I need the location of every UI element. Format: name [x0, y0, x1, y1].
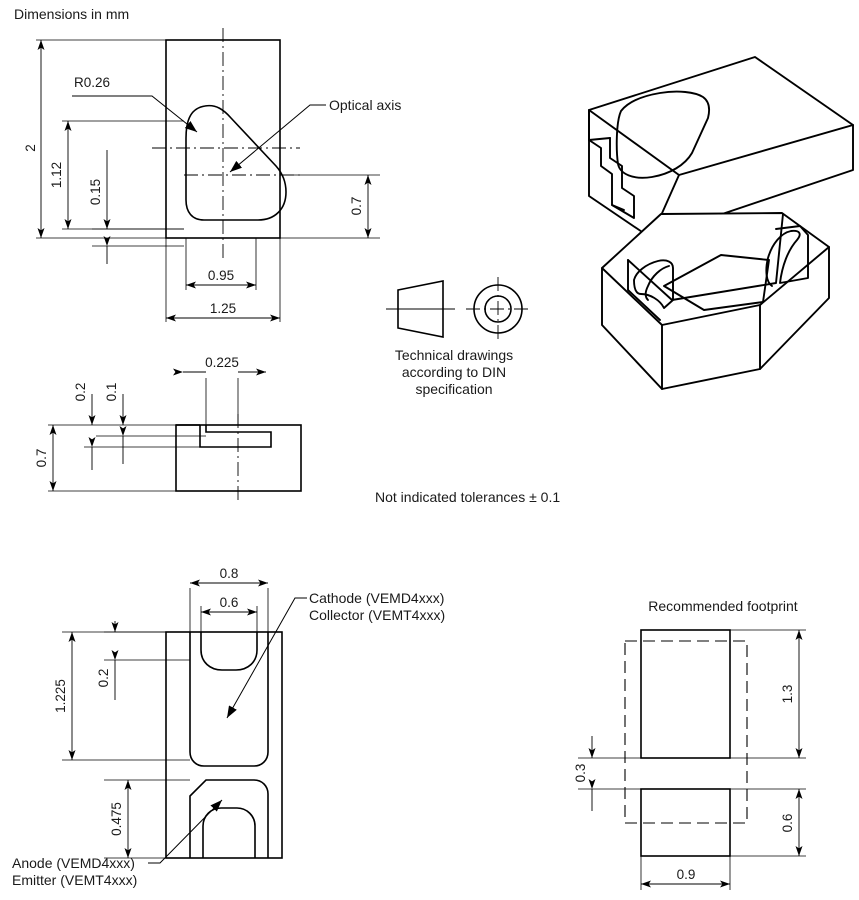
dim-fp-06-text: 0.6: [780, 814, 795, 833]
bottom-view-group: 0.8 0.6 1.225 0.2 0.475 Cathode (VEMD4xx…: [12, 566, 445, 888]
din-note-line1: Technical drawings: [395, 347, 513, 363]
dim-radius-text: R0.26: [74, 75, 110, 90]
dim-13-text: 1.3: [780, 685, 795, 704]
dim-07-text: 0.7: [349, 197, 364, 216]
cathode-leader: [226, 597, 307, 719]
lower-pad-curve: [202, 807, 256, 858]
upper-pad-curve: [200, 632, 258, 671]
side-view-notch: [199, 425, 272, 448]
side-dim-07-text: 0.7: [34, 449, 49, 468]
footprint-pad-bottom: [640, 788, 731, 857]
upper-pad-outline: [189, 632, 269, 767]
package-bottom-isometric: [601, 212, 830, 390]
dim-06-text: 0.6: [220, 595, 239, 610]
bottom-view-body: [165, 631, 283, 859]
collector-label: Collector (VEMT4xxx): [309, 607, 445, 623]
lens-outline: [185, 104, 287, 221]
radius-leader: [72, 95, 198, 133]
dim-1225-text: 1.225: [53, 679, 68, 713]
dim-03-text: 0.3: [573, 764, 588, 783]
footprint-pad-top: [640, 629, 731, 759]
side-view-group: 0.7 0.2 0.1 0.225: [34, 355, 302, 503]
dim-095-text: 0.95: [208, 268, 234, 283]
optical-axis-leader: [229, 104, 326, 173]
top-view-group: 2 1.12 0.15 R0.26 Optical axis 0.7 0.95 …: [23, 28, 401, 322]
cathode-label: Cathode (VEMD4xxx): [309, 590, 444, 606]
optical-axis-label: Optical axis: [329, 97, 401, 113]
dim-overall-height-text: 2: [23, 144, 38, 152]
footprint-body-outline: [624, 640, 748, 824]
emitter-label: Emitter (VEMT4xxx): [12, 872, 137, 888]
cone-symbol: [397, 280, 444, 338]
dim-112-text: 1.12: [49, 162, 64, 188]
anode-leader: [148, 799, 223, 864]
footprint-title: Recommended footprint: [648, 598, 798, 614]
din-note-line3: specification: [415, 381, 492, 397]
side-view-body: [175, 424, 302, 492]
dim-015-text: 0.15: [88, 179, 103, 205]
side-dim-02-text: 0.2: [73, 383, 88, 402]
header-note: Dimensions in mm: [14, 6, 129, 22]
dim-bv-02-text: 0.2: [96, 669, 111, 688]
footprint-group: Recommended footprint 1.3 0.6 0.3 0.9: [573, 598, 806, 890]
lower-pad-outline: [189, 779, 269, 858]
dim-09-text: 0.9: [677, 867, 696, 882]
side-dim-0225-text: 0.225: [205, 355, 239, 370]
anode-label: Anode (VEMD4xxx): [12, 855, 135, 871]
package-top-isometric: [588, 56, 854, 239]
dim-0475-text: 0.475: [109, 802, 124, 836]
dim-08-text: 0.8: [220, 566, 239, 581]
dim-125-text: 1.25: [210, 301, 236, 316]
side-dim-01-text: 0.1: [104, 383, 119, 402]
tolerance-note: Not indicated tolerances ± 0.1: [375, 489, 560, 505]
din-projection-symbol: Technical drawings according to DIN spec…: [375, 277, 560, 505]
din-note-line2: according to DIN: [402, 364, 506, 380]
